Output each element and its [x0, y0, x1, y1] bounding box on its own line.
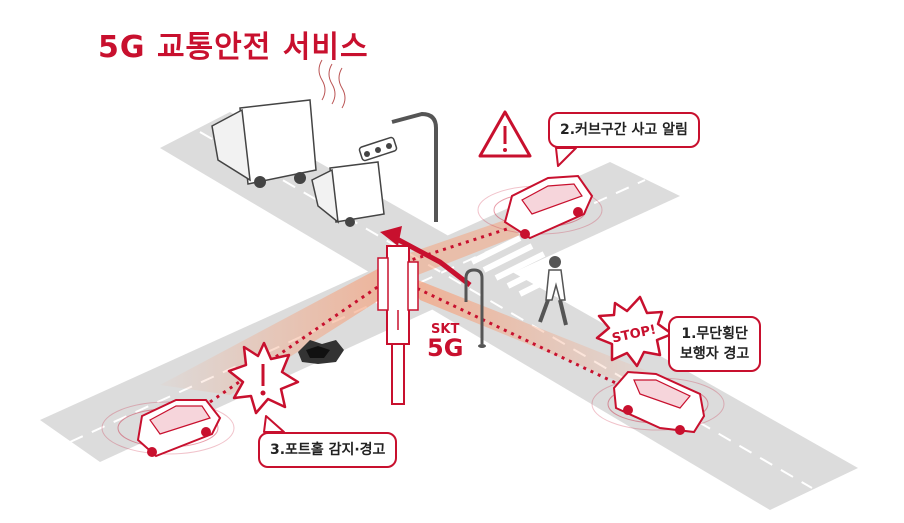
crosswalk	[470, 235, 570, 297]
callout-pedestrian-line1: 1.무단횡단	[681, 326, 748, 342]
tower-network: 5G	[427, 334, 464, 362]
callout-pothole: 3.포트홀 감지·경고	[258, 432, 398, 468]
pothole-icon	[298, 340, 344, 364]
bubble-tail-pothole	[263, 415, 285, 433]
tower-brand: SKT	[431, 322, 460, 337]
alert-burst-icon	[227, 341, 300, 415]
car-pedestrian	[591, 370, 725, 435]
route-arrow-head	[380, 226, 402, 246]
stop-burst-icon: STOP!	[595, 295, 674, 368]
car-icon	[612, 370, 706, 435]
tower-label: SKT 5G	[427, 323, 463, 360]
callout-curve-accident: 2.커브구간 사고 알림	[548, 112, 700, 148]
car-pothole	[101, 399, 235, 458]
cell-tower-icon	[377, 245, 419, 405]
car-icon	[503, 174, 594, 240]
signal-dots-pothole	[209, 273, 396, 404]
heat-haze-icon	[318, 59, 346, 109]
callout-pedestrian-line2: 보행자 경고	[680, 346, 750, 362]
traffic-light-icon	[358, 111, 438, 222]
car-curve	[477, 174, 603, 240]
bubble-tail-curve	[555, 147, 577, 167]
signal-dots-pedestrian	[409, 283, 621, 387]
signal-beam-pothole	[160, 265, 395, 395]
sign-post-icon	[464, 268, 486, 348]
pedestrian-icon	[538, 256, 568, 326]
warning-triangle-icon	[478, 110, 532, 158]
car-icon	[136, 399, 222, 458]
truck-icon	[211, 99, 385, 227]
callout-pedestrian-warning: 1.무단횡단 보행자 경고	[668, 316, 762, 372]
signal-dots-curve	[404, 226, 511, 264]
signal-beam-pedestrian	[405, 275, 650, 390]
page-title: 5G 교통안전 서비스	[98, 30, 369, 65]
